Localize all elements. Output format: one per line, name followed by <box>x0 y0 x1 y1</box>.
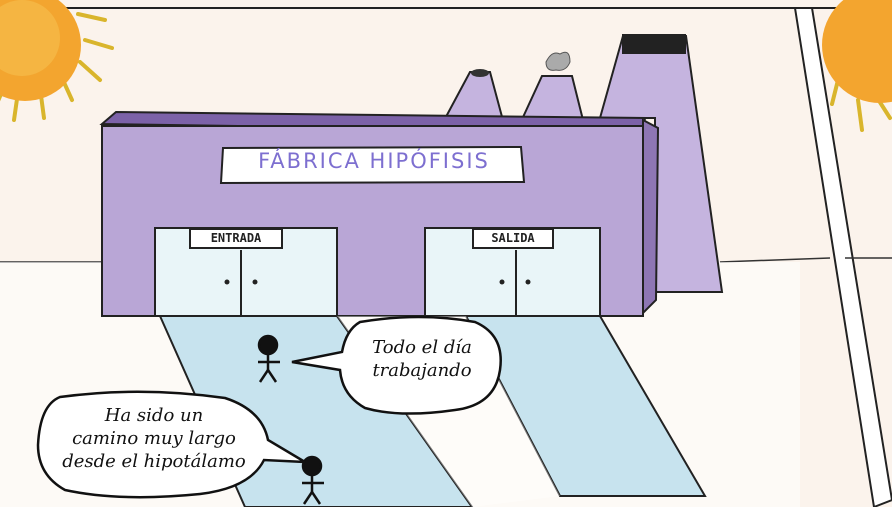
speech-bottom-text: Ha sido un camino muy largo desde el hip… <box>44 404 264 473</box>
exit-label: SALIDA <box>491 231 535 245</box>
speech-top-text: Todo el día trabajando <box>352 336 492 382</box>
factory-building <box>99 110 660 317</box>
speech-line: trabajando <box>372 360 472 381</box>
exit-sign <box>472 228 554 249</box>
entrance-sign <box>189 228 283 249</box>
factory-sign-text: FÁBRICA HIPÓFISIS <box>258 149 490 173</box>
speech-bubble-bottom <box>36 390 306 499</box>
exit-path <box>464 315 707 497</box>
speech-line: camino muy largo <box>72 428 236 449</box>
sun-icon <box>0 0 114 122</box>
stick-figure-icon <box>257 334 280 383</box>
panel-gutter <box>793 7 892 507</box>
speech-bubble-top <box>291 315 502 415</box>
factory-chimneys <box>438 34 724 293</box>
horizon-right <box>719 257 831 263</box>
speech-line: Ha sido un <box>104 405 204 426</box>
speech-line: Todo el día <box>372 337 472 358</box>
speech-line: desde el hipotálamo <box>62 451 246 472</box>
sun-icon <box>822 0 892 132</box>
factory-sign <box>219 145 526 185</box>
stick-figure-icon <box>301 455 324 505</box>
entrance-label: ENTRADA <box>210 231 262 245</box>
